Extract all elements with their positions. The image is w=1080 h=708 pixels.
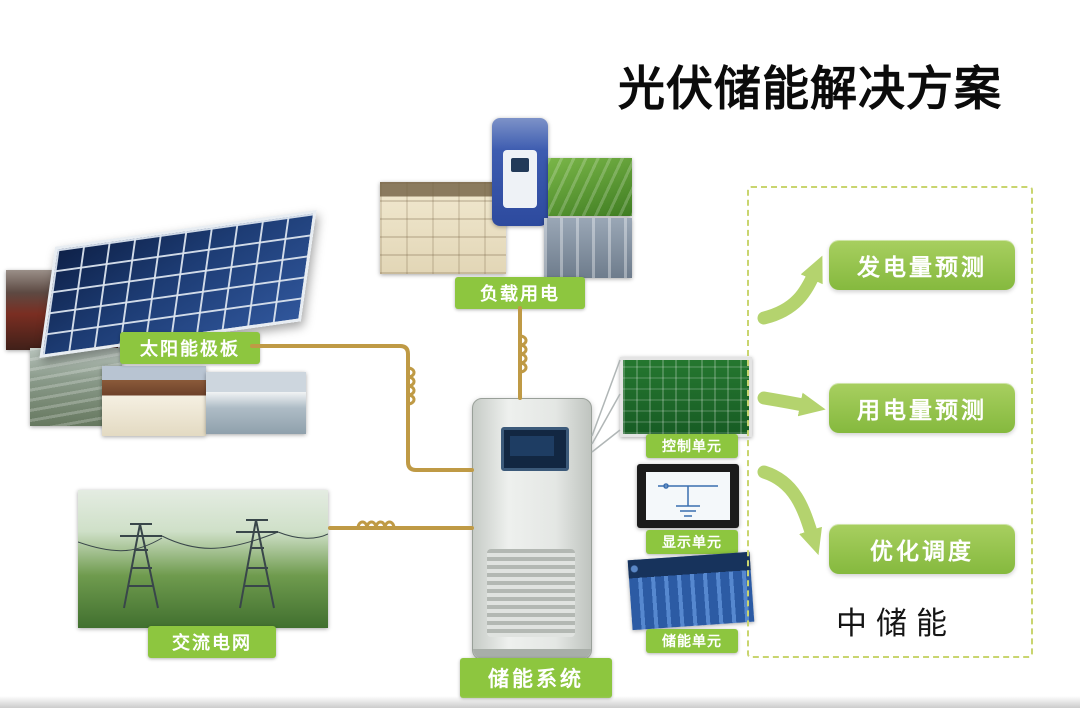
page-title: 光伏储能解决方案 <box>618 62 1002 115</box>
output-generation-forecast: 发电量预测 <box>829 240 1015 290</box>
storage-system-label: 储能系统 <box>460 658 612 698</box>
fan-line-bottom <box>591 429 621 453</box>
cabinet-vent-grille <box>487 549 575 637</box>
cabinet-screen-display <box>510 436 554 456</box>
coil-grid-wire <box>356 520 396 529</box>
inverter-front-panel <box>503 150 537 208</box>
cabinet-detail-lines <box>591 359 621 453</box>
green-field-photo <box>548 158 632 216</box>
cabinet-base <box>473 649 591 659</box>
transmission-towers-drawing <box>78 519 328 609</box>
inverter-screen <box>511 158 529 172</box>
industrial-equipment-photo <box>544 218 632 278</box>
bottom-edge-shadow <box>0 696 1080 708</box>
display-unit-label: 显示单元 <box>646 530 738 554</box>
inverter-device-photo <box>492 118 548 226</box>
output-consumption-forecast: 用电量预测 <box>829 383 1015 433</box>
fan-line-middle <box>591 393 621 445</box>
brand-watermark: 中储能 <box>836 606 956 641</box>
cabinet-screen <box>501 427 569 471</box>
storage-unit-label: 储能单元 <box>646 629 738 653</box>
fan-line-top <box>591 359 621 437</box>
display-schematic-drawing <box>658 483 718 517</box>
coil-load-wire <box>519 334 528 374</box>
display-unit-screen <box>646 472 730 520</box>
factory-building-photo <box>206 372 306 434</box>
control-unit-label: 控制单元 <box>646 434 738 458</box>
house-photo <box>102 366 206 436</box>
control-board-photo <box>620 357 752 437</box>
storage-cabinet-image <box>472 398 592 660</box>
coil-solar-wire <box>407 366 416 406</box>
output-optimized-dispatch: 优化调度 <box>829 524 1015 574</box>
display-unit-photo <box>637 464 739 528</box>
power-grid-photo <box>78 490 328 628</box>
battery-pack-photo <box>627 551 755 631</box>
solar-panel-label: 太阳能极板 <box>120 332 260 364</box>
load-label: 负载用电 <box>455 277 585 309</box>
ac-grid-label: 交流电网 <box>148 626 276 658</box>
outputs-dashed-box <box>747 186 1033 658</box>
house-cutaway-photo <box>380 182 506 274</box>
